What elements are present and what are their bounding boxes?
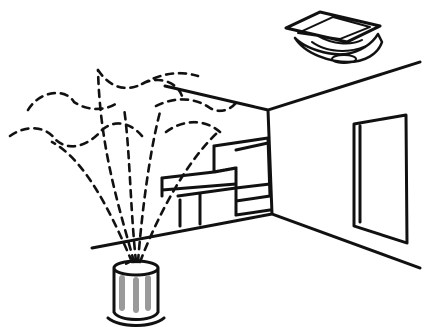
spray-plume [10, 70, 238, 262]
ceiling-edge-left [165, 86, 268, 110]
ceiling-edge-right [268, 62, 420, 110]
ceiling-smoke-detector [286, 12, 382, 63]
door [354, 115, 407, 243]
furniture-sofa [162, 138, 270, 226]
aerosol-fogger-can [108, 258, 164, 326]
